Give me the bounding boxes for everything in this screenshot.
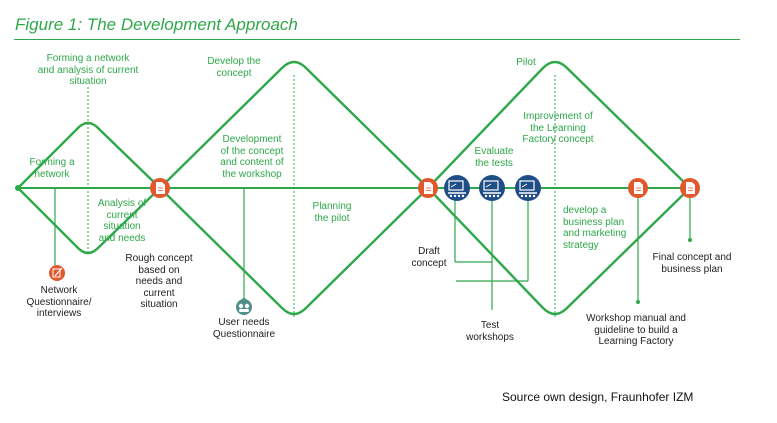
label-final-concept: Final concept and business plan [652, 252, 732, 275]
document-icon [628, 178, 648, 198]
label-planning-pilot: Planning the pilot [312, 201, 352, 224]
people-icon [236, 299, 252, 315]
label-draft-concept: Draft concept [411, 246, 447, 269]
presentation-icon [479, 175, 505, 201]
label-workshop-manual: Workshop manual and guideline to build a… [586, 313, 686, 347]
label-forming-network: Forming a network and analysis of curren… [37, 53, 139, 87]
label-user-needs: User needs Questionnaire [212, 317, 276, 340]
label-rough-concept: Rough concept based on needs and current… [125, 253, 193, 310]
label-pilot: Pilot [516, 57, 536, 68]
label-analysis-needs: Analysis of current situation and needs [97, 198, 147, 244]
label-test-workshops: Test workshops [466, 320, 514, 343]
document-icon [150, 178, 170, 198]
label-development-workshop: Development of the concept and content o… [220, 134, 284, 180]
presentation-icon [515, 175, 541, 201]
figure-title: Figure 1: The Development Approach [15, 15, 298, 34]
presentation-icon [444, 175, 470, 201]
label-forming-network-short: Forming a network [29, 157, 75, 180]
label-business-plan: develop a business plan and marketing st… [563, 205, 627, 251]
source-caption: Source own design, Fraunhofer IZM [502, 390, 694, 404]
label-network-questionnaire: Network Questionnaire/ interviews [26, 285, 92, 319]
label-evaluate-tests: Evaluate the tests [474, 146, 514, 169]
edit-icon [49, 265, 65, 281]
dot-final [688, 238, 692, 242]
dot-manual [636, 300, 640, 304]
title-rule [14, 39, 740, 40]
label-develop-concept: Develop the concept [207, 56, 261, 79]
label-improvement: Improvement of the Learning Factory conc… [522, 111, 594, 145]
document-icon [680, 178, 700, 198]
document-icon [418, 178, 438, 198]
